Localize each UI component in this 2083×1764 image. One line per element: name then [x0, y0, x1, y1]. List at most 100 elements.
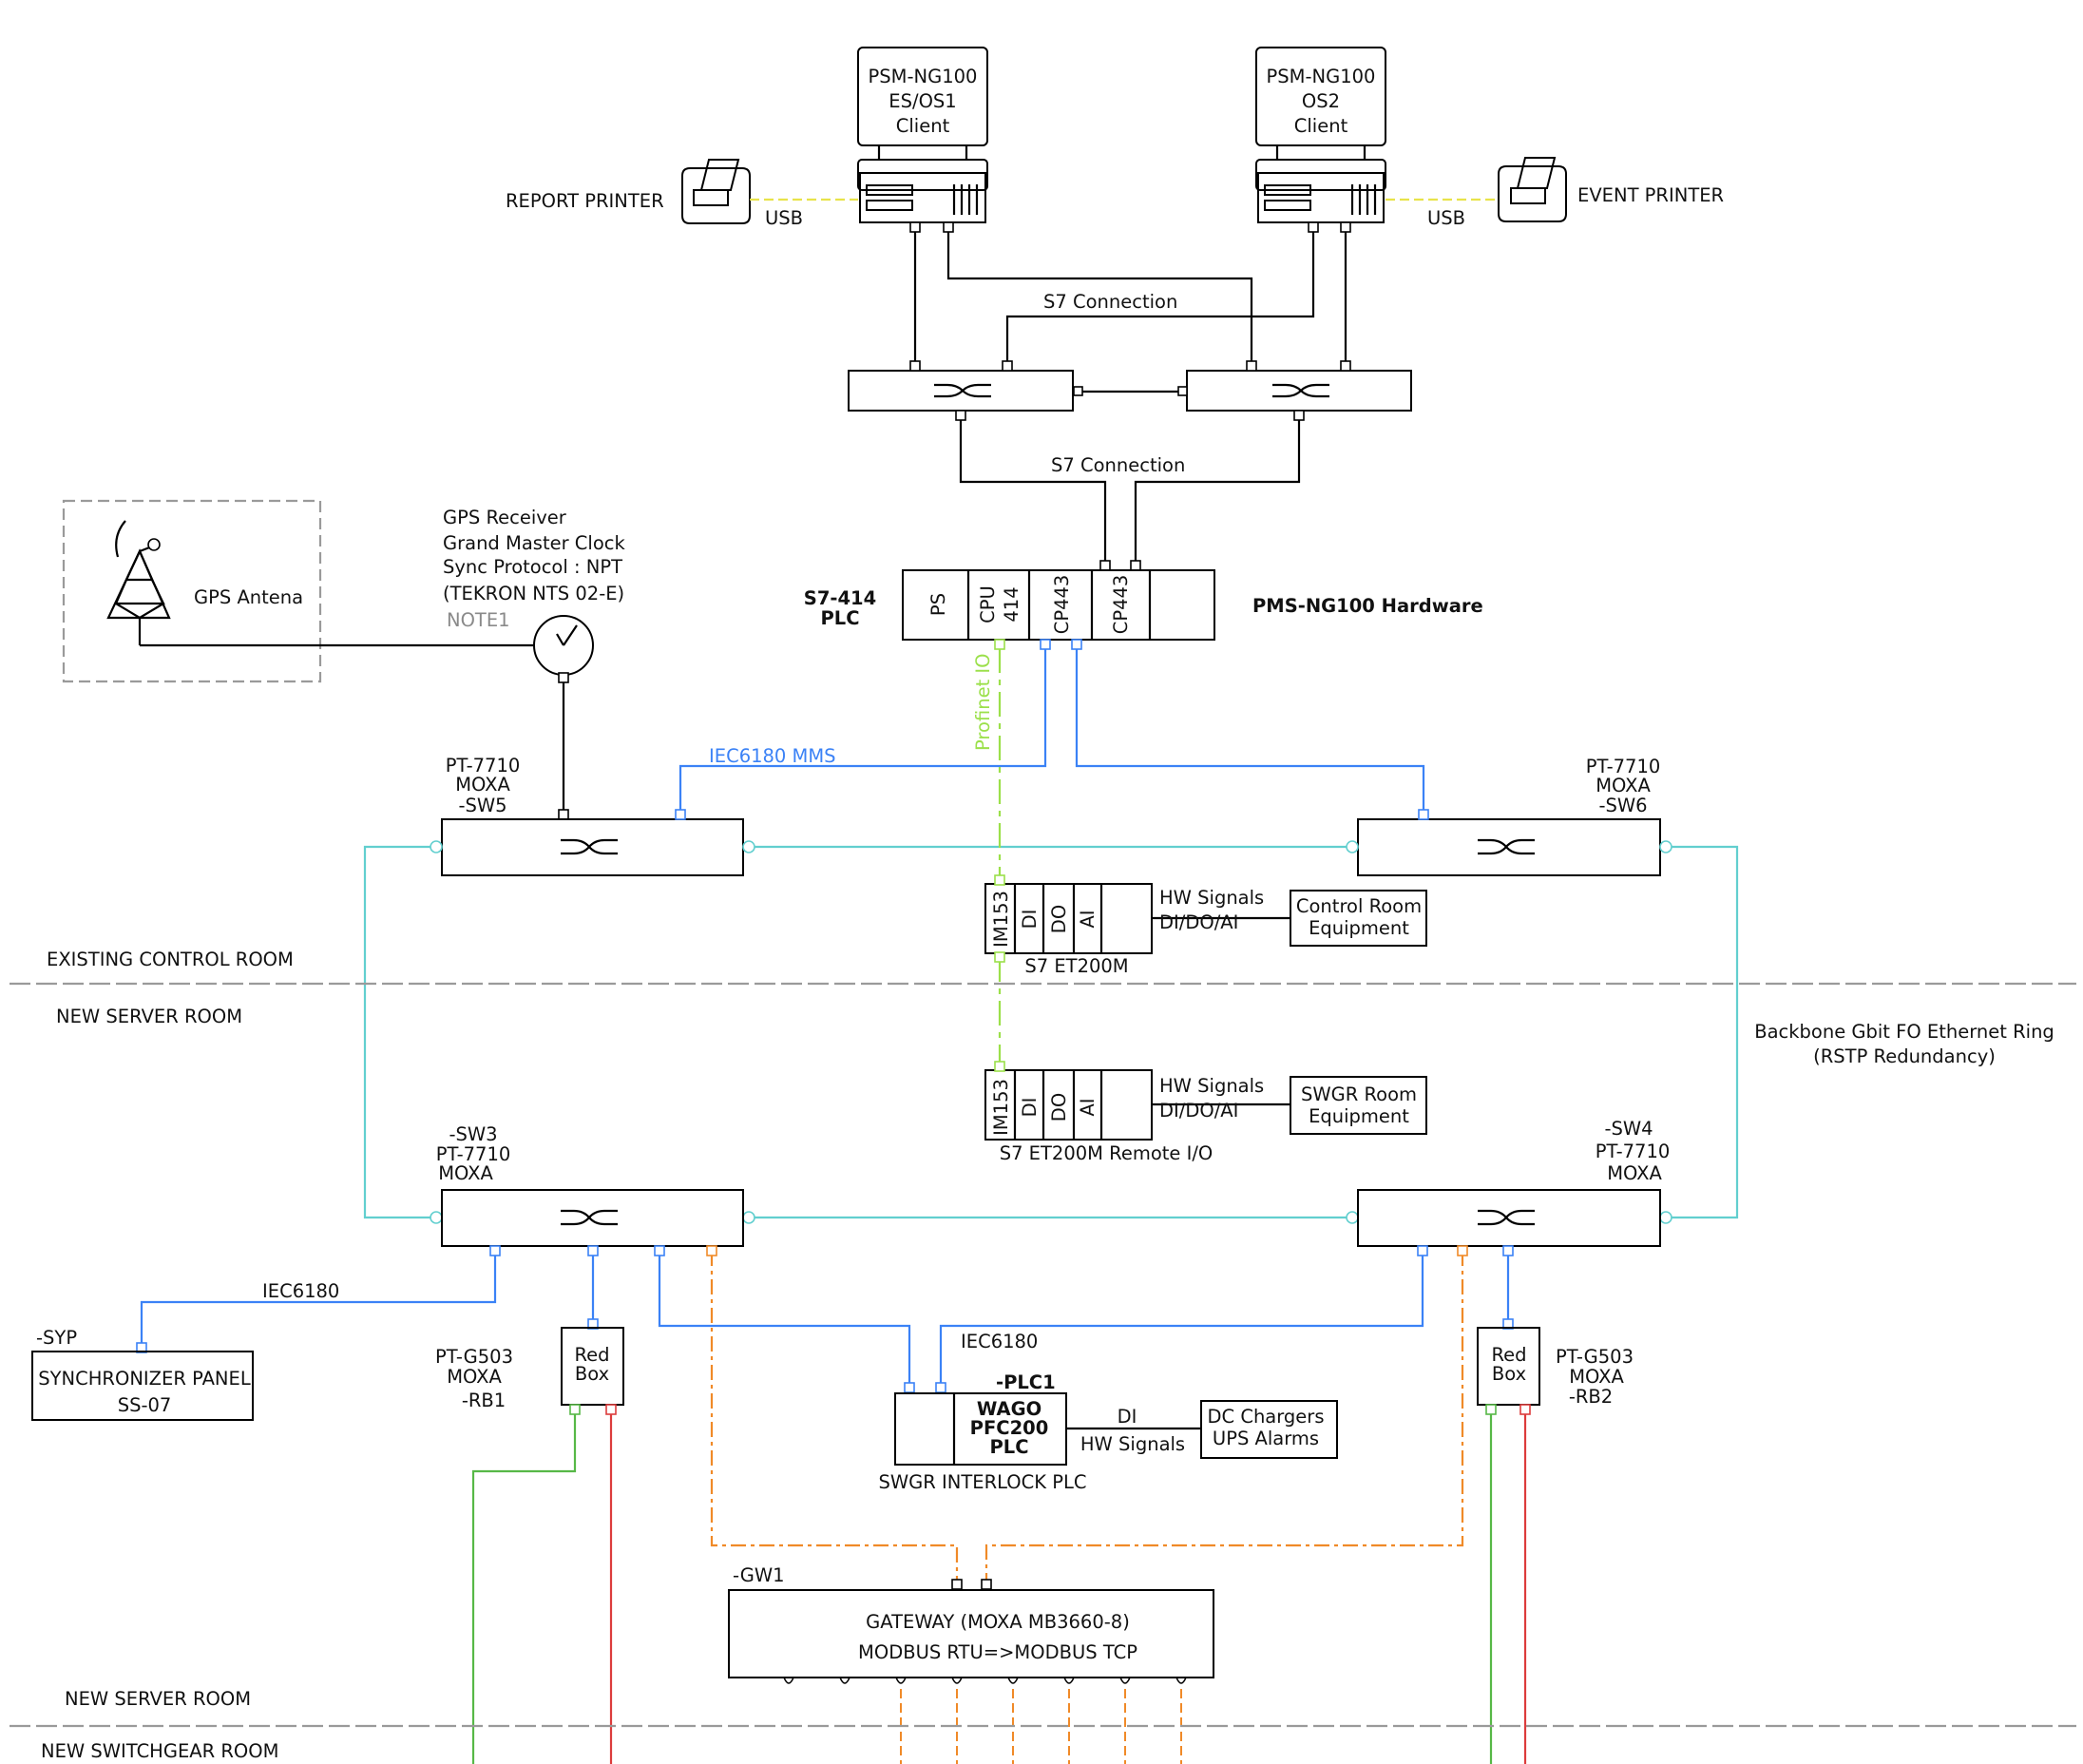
redbox1-inner-line1: Red [574, 1344, 609, 1366]
room-new-switchgear: NEW SWITCHGEAR ROOM [41, 1740, 278, 1762]
sync-panel-line1: SYNCHRONIZER PANEL [38, 1368, 251, 1390]
synchronizer-panel: SYNCHRONIZER PANEL SS-07 [31, 1351, 254, 1421]
redbox1-label-1: PT-G503 [435, 1346, 513, 1368]
backbone-ring [363, 840, 1739, 1224]
gps-clock [533, 615, 594, 676]
plc-module-cpu-line2: 414 [1001, 586, 1022, 622]
swgr-room-equipment: SWGR Room Equipment [1290, 1076, 1427, 1135]
sw6-label-1: PT-7710 [1586, 756, 1661, 777]
client-es-os1-line3: Client [896, 115, 950, 137]
plc-module-cpu-line1: CPU [977, 585, 999, 623]
wago-line3: PLC [989, 1436, 1028, 1458]
et200m-1-module-im153: IM153 [990, 891, 1012, 948]
wago-plc: WAGO PFC200 PLC [894, 1392, 1067, 1466]
control-room-equipment: Control Room Equipment [1290, 890, 1427, 947]
wago-signal-line1: DI [1118, 1406, 1137, 1428]
dc-chargers-line1: DC Chargers [1208, 1406, 1325, 1428]
client-es-os1-line2: ES/OS1 [889, 90, 956, 112]
client-es-os1: PSM-NG100 ES/OS1 Client [857, 47, 988, 223]
gateway-serial-ports [783, 1677, 1187, 1684]
sw4-label-1: -SW4 [1604, 1118, 1653, 1140]
sw5-label-2: MOXA [455, 774, 510, 796]
sync-panel-line2: SS-07 [118, 1394, 172, 1416]
et200m-2-module-ai: AI [1077, 1098, 1099, 1116]
switch-icon [1478, 1209, 1535, 1226]
et200m-1-module-ai: AI [1077, 910, 1099, 928]
s7-414-plc-rack: PS CPU 414 CP443 CP443 [902, 569, 1215, 641]
redbox2-label-3: -RB2 [1569, 1386, 1613, 1408]
backbone-label-line2: (RSTP Redundancy) [1813, 1045, 1996, 1067]
switch-icon [934, 383, 991, 398]
et200m-1-caption: S7 ET200M [1024, 955, 1128, 977]
control-room-equipment-line1: Control Room [1296, 895, 1422, 917]
report-printer: REPORT PRINTER USB [506, 159, 858, 229]
gateway-tag: -GW1 [733, 1564, 785, 1586]
gateway-line1: GATEWAY (MOXA MB3660-8) [866, 1611, 1130, 1633]
sw4-label-3: MOXA [1607, 1162, 1662, 1184]
sw6-label-2: MOXA [1596, 775, 1651, 796]
redbox2-label-1: PT-G503 [1556, 1346, 1634, 1368]
sw3-label-1: -SW3 [449, 1123, 497, 1145]
swgr-room-equipment-line1: SWGR Room [1301, 1083, 1417, 1105]
top-switch-left [848, 370, 1074, 412]
pms-hardware-label: PMS-NG100 Hardware [1252, 595, 1483, 617]
usb-label-right: USB [1427, 207, 1465, 229]
et200m-1-module-do: DO [1048, 905, 1070, 933]
client-os2-line2: OS2 [1302, 90, 1340, 112]
gps-antenna-enclosure: GPS Antena [62, 499, 322, 683]
switch-sw4 [1357, 1189, 1661, 1247]
redbox2-inner-line1: Red [1491, 1344, 1526, 1366]
redbox1-label-2: MOXA [447, 1366, 502, 1388]
room-existing-control: EXISTING CONTROL ROOM [47, 949, 294, 970]
gps-note: NOTE1 [447, 609, 510, 631]
event-printer: EVENT PRINTER USB [1385, 157, 1724, 229]
iec6180-label-wago: IEC6180 [961, 1331, 1038, 1352]
et200m-2-signal-line2: DI/DO/AI [1159, 1100, 1238, 1122]
antenna-icon [106, 520, 171, 620]
redbox1-label-3: -RB1 [462, 1390, 506, 1411]
sw5-label-1: PT-7710 [446, 755, 521, 777]
top-switch-right [1186, 370, 1412, 412]
sw4-label-2: PT-7710 [1596, 1141, 1671, 1162]
wago-caption: SWGR INTERLOCK PLC [879, 1471, 1087, 1493]
et200m-2-module-do: DO [1048, 1093, 1070, 1122]
plc-label-line2: PLC [820, 607, 859, 629]
gateway-mb3660: GATEWAY (MOXA MB3660-8) MODBUS RTU=>MODB… [728, 1589, 1214, 1678]
switch-icon [561, 1209, 618, 1226]
wago-line2: PFC200 [970, 1417, 1049, 1439]
event-printer-label: EVENT PRINTER [1577, 184, 1724, 206]
gps-antenna-label: GPS Antena [194, 586, 303, 608]
redbox2-inner-line2: Box [1492, 1363, 1526, 1385]
profinet-label: Profinet IO [972, 653, 994, 751]
plc-module-ps: PS [927, 593, 949, 616]
switch-sw5 [441, 818, 744, 876]
room-new-server-bottom: NEW SERVER ROOM [65, 1688, 251, 1710]
gps-receiver-line3: Sync Protocol : NPT [443, 556, 622, 578]
report-printer-label: REPORT PRINTER [506, 190, 664, 212]
et200m-2-module-di: DI [1019, 1098, 1041, 1118]
et200m-1-signal-line1: HW Signals [1159, 887, 1264, 909]
client-os2: PSM-NG100 OS2 Client [1255, 47, 1386, 223]
sw5-label-3: -SW5 [458, 795, 506, 816]
swgr-room-equipment-line2: Equipment [1309, 1105, 1409, 1127]
redbox1-inner-line2: Box [575, 1363, 609, 1385]
client-os2-line3: Client [1294, 115, 1348, 137]
et200m-1-signal-line2: DI/DO/AI [1159, 911, 1238, 933]
redbox-rb1: Red Box [561, 1327, 624, 1406]
et200m-2-caption: S7 ET200M Remote I/O [1000, 1142, 1213, 1164]
switch-icon [1478, 838, 1535, 855]
switch-icon [561, 838, 618, 855]
wago-line1: WAGO [977, 1398, 1042, 1420]
wago-signal-line2: HW Signals [1080, 1433, 1185, 1455]
control-room-equipment-line2: Equipment [1309, 917, 1409, 939]
plc-module-cp443-2: CP443 [1110, 575, 1132, 635]
switch-icon [1272, 383, 1329, 398]
iec6180-label-syp: IEC6180 [262, 1280, 339, 1302]
et200m-1-module-di: DI [1019, 910, 1041, 930]
switch-sw6 [1357, 818, 1661, 876]
et200m-2-module-im153: IM153 [990, 1079, 1012, 1136]
backbone-label-line1: Backbone Gbit FO Ethernet Ring [1754, 1021, 2054, 1043]
sw3-label-2: PT-7710 [436, 1143, 511, 1165]
gateway-line2: MODBUS RTU=>MODBUS TCP [858, 1641, 1137, 1663]
